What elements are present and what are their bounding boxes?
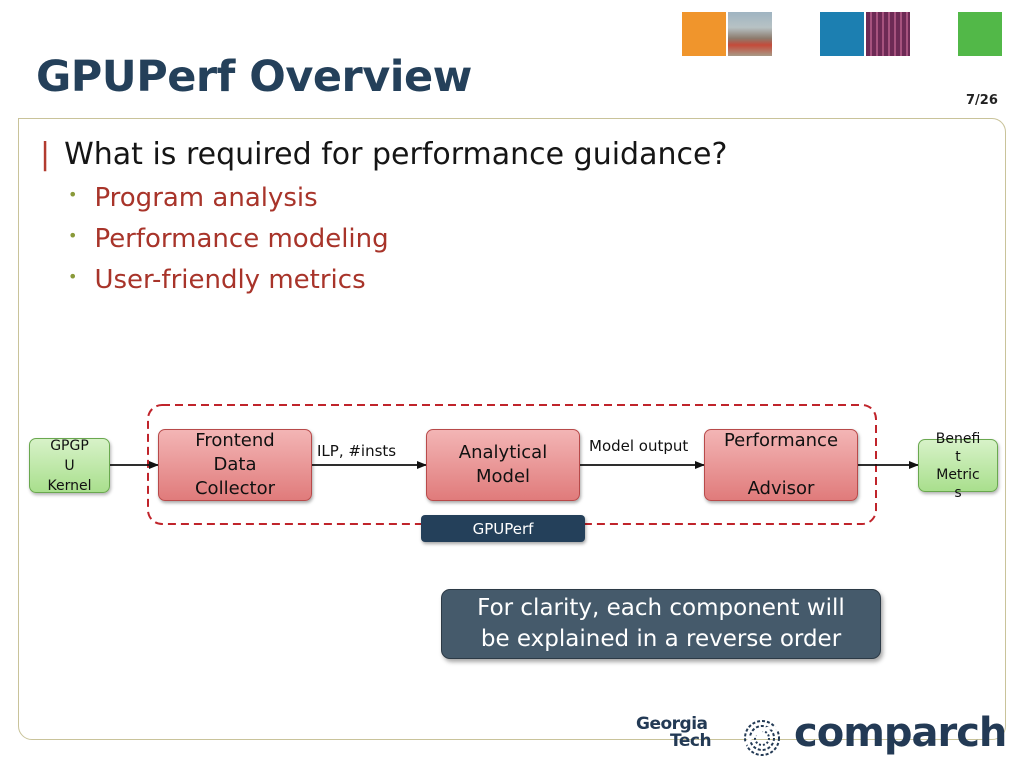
gpuperf-label: GPUPerf <box>421 515 585 542</box>
main-bullet: | What is required for performance guidan… <box>40 137 727 172</box>
box-line: Analytical <box>458 442 548 463</box>
decorative-chip-photo <box>866 12 910 56</box>
logo-line: Tech <box>670 731 712 751</box>
bullet-text: Performance modeling <box>94 224 389 254</box>
note-line: For clarity, each component will <box>477 595 845 621</box>
box-line: Performance <box>723 430 839 451</box>
decorative-blue-tile <box>820 12 864 56</box>
analytical-model-box: Analytical Model <box>426 429 580 501</box>
swirl-logo-icon <box>742 720 783 756</box>
decorative-campus-photo <box>728 12 772 56</box>
sub-bullet-3: • User-friendly metrics <box>68 265 366 295</box>
decorative-green-tile <box>958 12 1002 56</box>
sub-bullet-1: • Program analysis <box>68 183 318 213</box>
edge-label-model-output: Model output <box>589 437 689 455</box>
box-line: Data <box>213 454 257 475</box>
box-line: t <box>955 448 961 465</box>
bullet-dot: • <box>68 267 78 286</box>
content-frame <box>18 118 1006 740</box>
performance-advisor-box: Performance Advisor <box>704 429 858 501</box>
note-line: be explained in a reverse order <box>480 626 842 652</box>
bullet-dot: • <box>68 185 78 204</box>
logo-line: Georgia <box>636 714 708 734</box>
bullet-bar: | <box>40 137 51 172</box>
georgia-tech-logo: Georgia Tech <box>636 716 728 756</box>
box-line: Kernel <box>47 477 92 494</box>
box-line: Model <box>475 466 531 487</box>
page-title: GPUPerf Overview <box>36 52 472 102</box>
box-line: Advisor <box>747 478 815 499</box>
box-line: Metric <box>936 466 980 483</box>
frontend-data-collector-box: Frontend Data Collector <box>158 429 312 501</box>
page-number: 7/26 <box>966 93 998 108</box>
benefit-metrics-box: Benefi t Metric s <box>918 431 998 501</box>
box-line: GPGP <box>50 437 89 454</box>
bullet-dot: • <box>68 226 78 245</box>
box-line: s <box>954 484 962 501</box>
decorative-orange-tile <box>682 12 726 56</box>
sub-bullet-2: • Performance modeling <box>68 224 389 254</box>
box-line: Benefi <box>935 430 981 447</box>
box-line: U <box>64 457 75 474</box>
box-line: Frontend <box>195 430 275 451</box>
question-text: What is required for performance guidanc… <box>64 137 728 172</box>
bullet-text: User-friendly metrics <box>94 265 366 295</box>
comparch-logo: comparch <box>794 710 1007 756</box>
bullet-text: Program analysis <box>94 183 318 213</box>
box-line: Collector <box>194 478 276 499</box>
clarity-note: For clarity, each component will be expl… <box>441 589 881 659</box>
gpgpu-kernel-box: GPGP U Kernel <box>29 437 110 494</box>
edge-label-ilp: ILP, #insts <box>317 442 397 460</box>
